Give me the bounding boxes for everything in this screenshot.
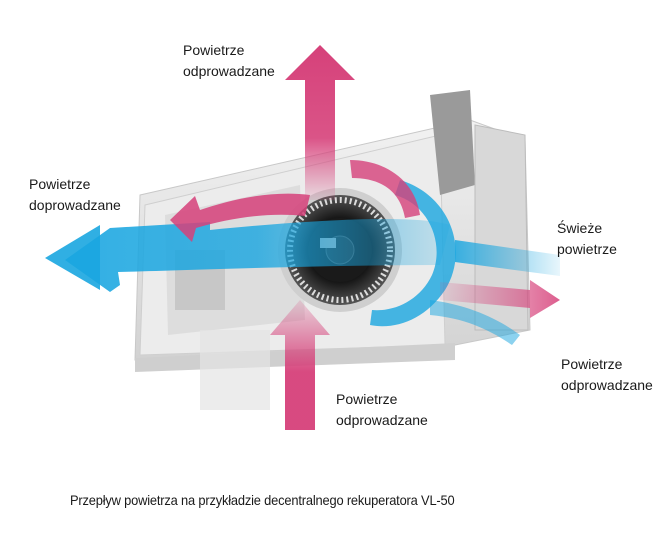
label-right-fresh: Świeże powietrze — [557, 220, 617, 257]
supply-swirl — [370, 180, 456, 327]
fresh-air-arrow — [455, 240, 560, 276]
label-left-supply: Powietrze doprowadzane — [29, 176, 121, 213]
exhaust-top-arrow — [285, 45, 355, 200]
label-bottom-exhaust: Powietrze odprowadzane — [336, 391, 428, 428]
figure-caption: Przepływ powietrza na przykładzie decent… — [70, 492, 455, 508]
supply-air-arrow — [65, 218, 450, 292]
exhaust-right-arrow — [440, 280, 560, 318]
exhaust-swirl — [170, 193, 310, 242]
label-top-exhaust: Powietrze odprowadzane — [183, 42, 275, 79]
label-right-exhaust: Powietrze odprowadzane — [561, 356, 653, 393]
exhaust-bottom-arrow — [270, 300, 330, 430]
